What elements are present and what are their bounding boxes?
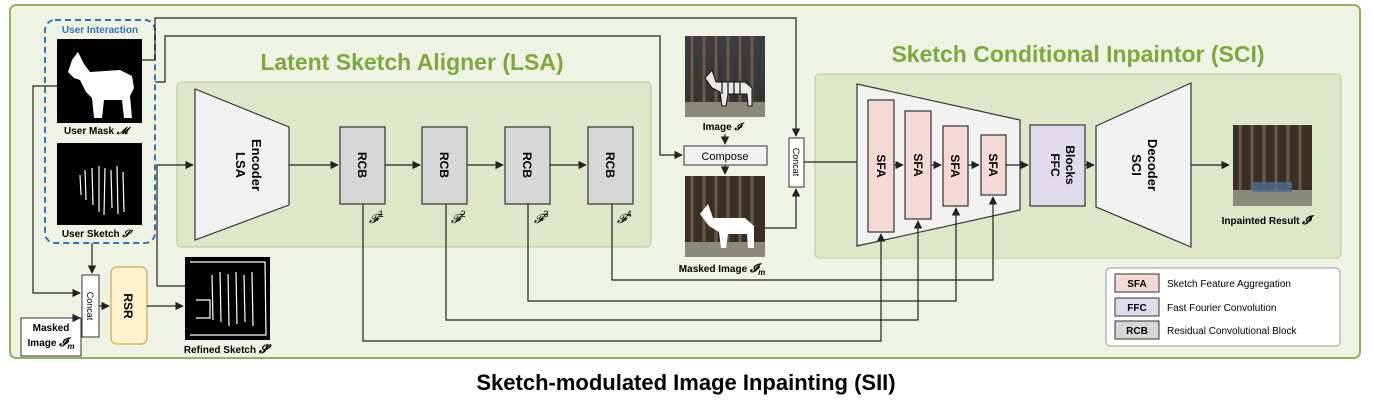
image-arrows (142, 17, 867, 229)
inpainted-result-image (1233, 125, 1312, 206)
user-sketch-image (57, 143, 142, 225)
masked-image-label: Masked Image 𝓘m (679, 261, 765, 277)
sfa-block-3: SFA (942, 125, 969, 207)
svg-text:SFA: SFA (1127, 279, 1146, 290)
sci-decoder-label-2: Decoder (1145, 139, 1160, 191)
concat-label-top: Concat (791, 148, 801, 177)
svg-text:RCB: RCB (355, 152, 369, 178)
legend-item-rcb: RCB Residual Convolutional Block (1114, 320, 1298, 340)
rcb-block-2: RCB (421, 126, 468, 205)
svg-text:Fast Fourier Convolution: Fast Fourier Convolution (1167, 303, 1277, 314)
user-sketch-label: User Sketch 𝓢 (62, 229, 134, 240)
sci-decoder-label-1: SCI (1129, 154, 1144, 176)
ffc-label-1: FFC (1048, 153, 1062, 177)
sci-decoder (1095, 82, 1192, 248)
main-title: Sketch-modulated Image Inpainting (SII) (476, 370, 895, 395)
compose-label: Compose (701, 151, 748, 163)
sfa-block-2: SFA (904, 110, 932, 220)
svg-text:SFA: SFA (948, 154, 962, 178)
lsa-title: Latent Sketch Aligner (LSA) (260, 49, 563, 75)
sfa-block-4: SFA (980, 134, 1007, 196)
legend-box (1105, 267, 1341, 347)
rcb-block-3: RCB (504, 126, 551, 205)
rcb-block-1: RCB (339, 126, 386, 205)
ffc-block (1029, 124, 1086, 207)
legend-item-ffc: FFC Fast Fourier Convolution (1114, 297, 1277, 317)
image-label: Image 𝓘 (703, 122, 746, 133)
legend-item-sfa: SFA Sketch Feature Aggregation (1114, 273, 1291, 293)
svg-text:Residual Convolutional Block: Residual Convolutional Block (1167, 326, 1298, 337)
lsa-encoder (194, 88, 290, 241)
rsr-label: RSR (121, 293, 135, 319)
svg-text:SFA: SFA (911, 153, 925, 177)
ffc-label-2: Blocks (1063, 145, 1077, 185)
svg-text:Sketch Feature Aggregation: Sketch Feature Aggregation (1167, 279, 1291, 290)
svg-text:RCB: RCB (520, 152, 534, 178)
svg-text:RCB: RCB (603, 152, 617, 178)
svg-text:RCB: RCB (1126, 326, 1148, 337)
svg-text:SFA: SFA (874, 154, 888, 178)
zebra-image (685, 36, 765, 117)
masked-image (685, 176, 765, 257)
rcb-block-4: RCB (587, 126, 634, 205)
sci-title: Sketch Conditional Inpaintor (SCI) (891, 41, 1264, 67)
svg-text:RCB: RCB (437, 152, 451, 178)
user-interaction-label: User Interaction (62, 25, 138, 36)
sfa-block-1: SFA (867, 99, 895, 233)
lsa-arrows (156, 160, 587, 286)
svg-text:SFA: SFA (986, 153, 1000, 177)
lsa-encoder-label-2: Encoder (249, 139, 264, 191)
bottom-masked-image-box (20, 317, 82, 357)
user-mask-label: User Mask 𝓜 (64, 126, 132, 137)
concat-label-bottom: Concat (85, 292, 95, 321)
svg-text:FFC: FFC (1127, 303, 1146, 314)
bottom-masked-line1: Masked (33, 323, 70, 334)
bottom-arrows (32, 85, 185, 323)
user-mask-image (57, 39, 142, 123)
feature-routing-arrows (362, 196, 998, 342)
inpainted-result-label: Inpainted Result 𝓘̂ (1222, 213, 1316, 227)
refined-sketch-image (185, 257, 270, 340)
refined-sketch-label: Refined Sketch 𝓢̂ (184, 342, 272, 356)
user-interaction-box (44, 19, 156, 244)
lsa-encoder-label-1: LSA (233, 152, 248, 179)
